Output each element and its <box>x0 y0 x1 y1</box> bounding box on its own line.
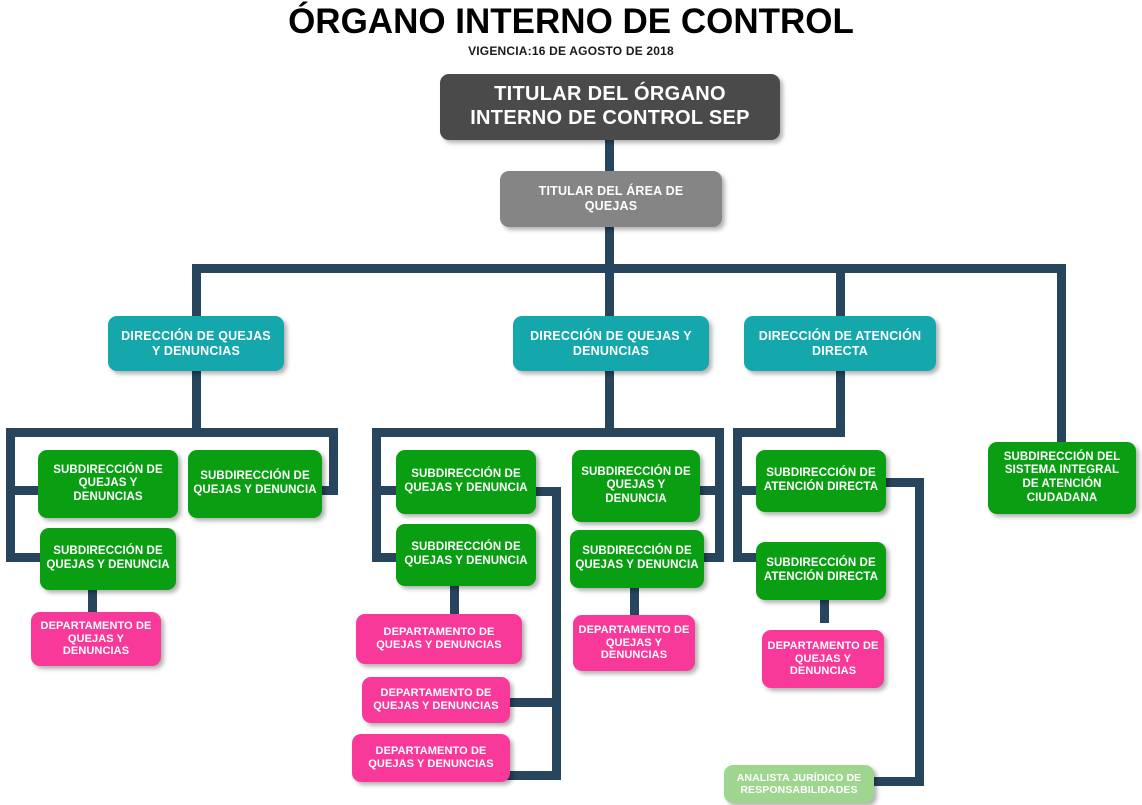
connector-a-sub3-to-dep <box>88 585 97 615</box>
connector-c-left-spine <box>733 428 742 562</box>
connector-c-sub-d1-to-analista-spine <box>885 478 924 487</box>
connector-bus-drop-sic <box>1057 264 1066 446</box>
node-departamento-c1[interactable]: DEPARTAMENTO DE QUEJAS Y DENUNCIAS <box>573 615 695 671</box>
node-subdireccion-b2[interactable]: SUBDIRECCIÓN DE QUEJAS Y DENUNCIA <box>396 524 536 586</box>
node-subdireccion-a2[interactable]: SUBDIRECCIÓN DE QUEJAS Y DENUNCIA <box>188 450 322 518</box>
connector-bus-drop-2 <box>605 264 614 319</box>
node-departamento-b2[interactable]: DEPARTAMENTO DE QUEJAS Y DENUNCIAS <box>362 677 510 723</box>
node-analista-juridico-responsabilidades[interactable]: ANALISTA JURÍDICO DE RESPONSABILIDADES <box>724 765 874 803</box>
node-direccion-quejas-denuncias-2[interactable]: DIRECCIÓN DE QUEJAS Y DENUNCIAS <box>513 316 709 371</box>
node-subdireccion-a1[interactable]: SUBDIRECCIÓN DE QUEJAS Y DENUNCIAS <box>38 450 178 518</box>
connector-c-into-sub-d2 <box>733 553 761 562</box>
connector-a-right-drop <box>329 428 338 490</box>
connector-a-right-into-sub2 <box>318 486 338 495</box>
connector-b-bus <box>372 428 724 437</box>
connector-a-into-sub3 <box>6 553 42 562</box>
connector-root-to-area <box>605 140 614 200</box>
connector-b-into-sub-c2 <box>697 553 724 562</box>
node-subdireccion-sistema-integral-atencion-ciudadana[interactable]: SUBDIRECCIÓN DEL SISTEMA INTEGRAL DE ATE… <box>988 442 1136 514</box>
connector-area-to-bus <box>605 226 614 272</box>
connector-b-sub-c2-to-dep-c1 <box>630 585 639 615</box>
node-subdireccion-atencion-directa-2[interactable]: SUBDIRECCIÓN DE ATENCIÓN DIRECTA <box>756 542 886 600</box>
connector-c-sub-d2-to-dep-d1 <box>820 593 829 623</box>
connector-b-spine-to-dep-b3 <box>497 771 561 780</box>
connector-b-left-spine <box>372 428 381 562</box>
connector-a-into-sub1 <box>6 486 40 495</box>
connector-b-into-sub-c1 <box>697 486 724 495</box>
connector-c-into-sub-d1 <box>733 486 761 495</box>
connector-main-bus <box>192 264 1066 273</box>
connector-a-bus <box>6 428 338 437</box>
node-titular-area-quejas[interactable]: TITULAR DEL ÁREA DE QUEJAS <box>500 171 722 227</box>
node-departamento-a1[interactable]: DEPARTAMENTO DE QUEJAS Y DENUNCIAS <box>31 612 161 666</box>
node-subdireccion-a3[interactable]: SUBDIRECCIÓN DE QUEJAS Y DENUNCIA <box>40 528 176 590</box>
page-title: ÓRGANO INTERNO DE CONTROL <box>288 2 854 41</box>
connector-c-bus <box>733 428 845 437</box>
connector-b-right-spine <box>715 428 724 562</box>
connector-a-left-spine <box>6 428 15 562</box>
connector-c-spine-to-analista <box>866 777 924 786</box>
connector-bus-drop-1 <box>192 264 201 319</box>
connector-a-stem <box>192 370 201 432</box>
page-subtitle: VIGENCIA:16 DE AGOSTO DE 2018 <box>468 44 674 58</box>
node-titular-oic[interactable]: TITULAR DEL ÓRGANO INTERNO DE CONTROL SE… <box>440 74 780 140</box>
connector-b-into-sub-b1 <box>372 486 402 495</box>
node-subdireccion-atencion-directa-1[interactable]: SUBDIRECCIÓN DE ATENCIÓN DIRECTA <box>756 450 886 512</box>
node-departamento-b3[interactable]: DEPARTAMENTO DE QUEJAS Y DENUNCIAS <box>352 734 510 782</box>
connector-b-stem <box>605 370 614 432</box>
node-direccion-quejas-denuncias-1[interactable]: DIRECCIÓN DE QUEJAS Y DENUNCIAS <box>108 316 284 371</box>
connector-b-sub-b2-to-dep-b1 <box>450 585 459 615</box>
node-departamento-b1[interactable]: DEPARTAMENTO DE QUEJAS Y DENUNCIAS <box>356 614 522 664</box>
connector-b-into-sub-b2 <box>372 553 402 562</box>
connector-bus-drop-3 <box>836 264 845 319</box>
connector-c-analista-spine <box>915 478 924 785</box>
node-subdireccion-c1[interactable]: SUBDIRECCIÓN DE QUEJAS Y DENUNCIA <box>572 450 700 522</box>
node-subdireccion-b1[interactable]: SUBDIRECCIÓN DE QUEJAS Y DENUNCIA <box>396 450 536 514</box>
node-departamento-d1[interactable]: DEPARTAMENTO DE QUEJAS Y DENUNCIAS <box>762 630 884 688</box>
node-direccion-atencion-directa[interactable]: DIRECCIÓN DE ATENCIÓN DIRECTA <box>744 316 936 371</box>
connector-b-spine-to-dep-b2 <box>508 698 561 707</box>
connector-b-sub-b1-to-spine <box>530 487 561 496</box>
node-subdireccion-c2[interactable]: SUBDIRECCIÓN DE QUEJAS Y DENUNCIA <box>570 530 704 588</box>
connector-c-stem <box>836 370 845 432</box>
connector-b-dep-spine <box>552 487 561 780</box>
